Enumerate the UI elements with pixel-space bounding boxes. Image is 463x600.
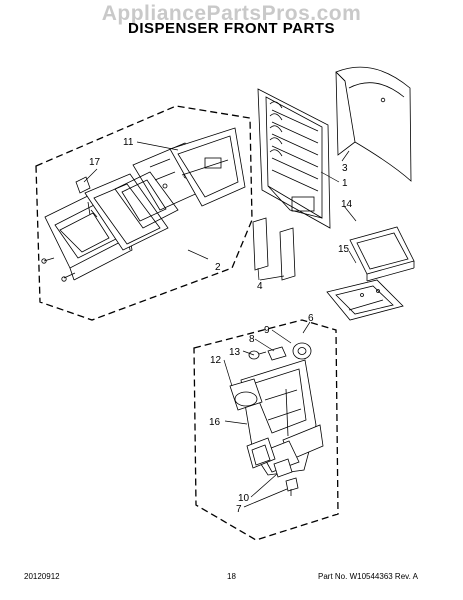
callout-3: 3: [342, 163, 348, 174]
screws: [41, 257, 76, 282]
diagram-title: DISPENSER FRONT PARTS: [128, 20, 335, 37]
switch-part-10: [273, 458, 293, 478]
callout-1: 1: [342, 178, 348, 189]
callout-13: 13: [229, 347, 241, 358]
callout-10: 10: [238, 493, 250, 504]
drip-tray: [349, 226, 415, 282]
callout-14: 14: [341, 199, 353, 210]
callout-8: 8: [249, 334, 255, 345]
dispenser-housing: [257, 88, 331, 229]
callout-11: 11: [123, 137, 134, 148]
shaft-part-7: [285, 477, 299, 496]
callout-12: 12: [210, 355, 222, 366]
display-housing: [169, 127, 246, 207]
spring-part-13: [248, 350, 267, 360]
drip-tray-grille: [326, 279, 404, 321]
callout-4: 4: [257, 281, 263, 292]
pad-right: [279, 227, 296, 281]
dispenser-paddle-part-16: [246, 437, 276, 469]
callout-2: 2: [215, 262, 221, 273]
dispenser-cover: [335, 66, 412, 182]
callout-9: 9: [264, 325, 270, 336]
group-boundary-display: [35, 105, 253, 321]
callout-17: 17: [89, 157, 101, 168]
small-bracket-part-17: [75, 176, 91, 194]
callout-16: 16: [209, 417, 221, 428]
callout-labels: 11 17 2 3 1 14 15 4 6 9 8 13 12 16 10 7: [89, 137, 353, 515]
footer-part-number: Part No. W10544363 Rev. A: [318, 572, 418, 581]
group-boundary-dispenser: [193, 319, 339, 541]
callout-6: 6: [308, 313, 314, 324]
callout-15: 15: [338, 244, 350, 255]
callout-7: 7: [236, 504, 242, 515]
watermark: AppliancePartsPros.com: [101, 2, 362, 25]
leader-lines: [83, 141, 357, 508]
footer-page-number: 18: [227, 572, 236, 581]
dispenser-chute-part-12: [229, 378, 263, 411]
footer-date: 20120912: [24, 572, 60, 581]
display-lcd-module: [114, 171, 179, 229]
pad-left: [252, 217, 269, 271]
motor-part-9: [292, 342, 312, 360]
